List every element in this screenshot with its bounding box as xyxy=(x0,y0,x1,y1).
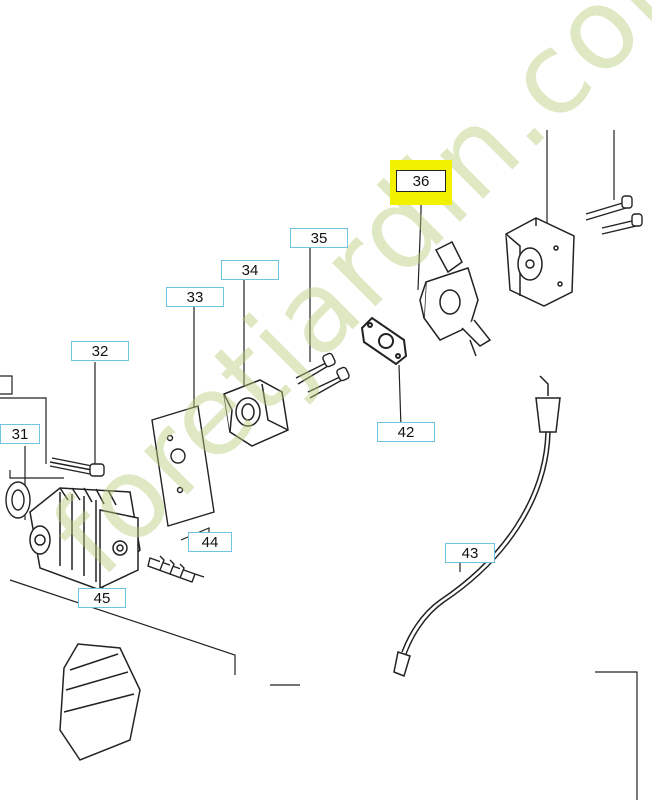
part-44-spark-plug xyxy=(147,555,205,583)
callout-33: 33 xyxy=(166,287,224,307)
part-35-bolts xyxy=(295,352,350,399)
part-43-cable xyxy=(393,375,561,678)
part-32-bolt xyxy=(49,457,105,477)
callout-43: 43 xyxy=(445,543,495,563)
part-36-carburetor xyxy=(419,240,492,357)
part-31-shape xyxy=(5,481,31,519)
callout-45: 45 xyxy=(78,588,126,608)
part-45-cylinder xyxy=(29,487,141,591)
callout-32: 32 xyxy=(71,341,129,361)
part-33-gasket xyxy=(151,405,215,527)
callout-36: 36 xyxy=(396,170,446,192)
top-right-bolts xyxy=(585,195,643,235)
callout-35: 35 xyxy=(290,228,348,248)
callout-31: 31 xyxy=(0,424,40,444)
part-34-block xyxy=(223,379,289,447)
part-42-gasket xyxy=(360,316,408,366)
muffler-part xyxy=(59,643,141,761)
callout-34: 34 xyxy=(221,260,279,280)
air-filter-housing xyxy=(505,217,575,307)
callout-42: 42 xyxy=(377,422,435,442)
callout-44: 44 xyxy=(188,532,232,552)
